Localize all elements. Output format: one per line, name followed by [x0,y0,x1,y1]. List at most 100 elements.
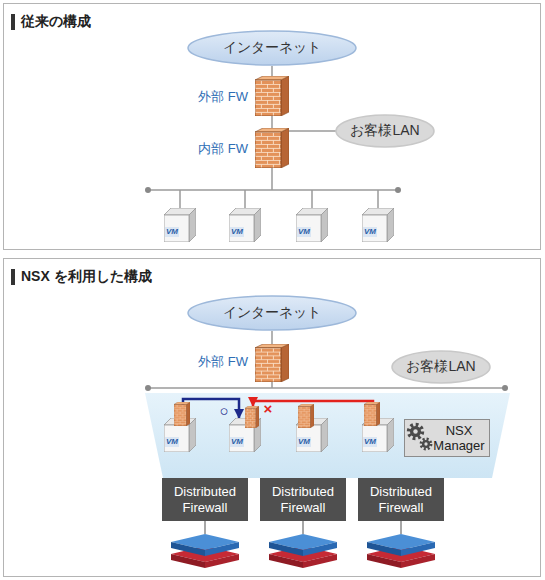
wire [289,130,336,132]
cube-side [387,208,394,242]
wire [311,190,313,209]
firewall-icon [255,128,289,168]
cube-side [321,418,328,452]
edge-label: × [259,400,277,418]
cloud-ellipse: インターネット [187,30,357,66]
vm-label: VM [231,227,243,237]
node-label: お客様LAN [406,358,475,376]
vm-label: VM [166,227,178,237]
cube-side [189,208,196,242]
vm-cube: VM [164,208,196,242]
cube-outline [164,208,196,242]
bus-line [148,387,505,389]
panel: 従来の構成インターネットお客様LAN VM VM VM VM [3,3,541,250]
firewall-icon [255,76,289,116]
cube-badge [165,227,179,237]
cube-badge [165,437,179,447]
node-label: Distributed Firewall [165,484,245,516]
cube-outline [229,418,261,452]
cube-front [229,215,254,242]
firewall-box: Distributed Firewall [162,478,248,521]
vm-cube: VM [164,418,196,452]
cube-front [164,215,189,242]
cube-side [321,208,328,242]
virtual-region [145,393,510,478]
cube-front [362,215,387,242]
node-label: インターネット [223,304,321,322]
manager-box: NSX Manager [404,419,490,457]
cube-front [296,215,321,242]
bus-end [145,385,151,391]
cube-front [229,425,254,452]
bus-end [145,187,151,193]
vm-label: VM [298,227,310,237]
firewall-label: 外部 FW [180,89,248,105]
cube-outline [362,418,394,452]
firewall-box: Distributed Firewall [260,478,346,521]
wire [271,116,273,129]
wire [271,382,273,388]
bus-end [502,385,508,391]
firewall-label: 外部 FW [180,354,248,370]
cube-badge [363,227,377,237]
vm-label: VM [231,437,243,447]
cube-outline [296,208,328,242]
cube-badge [297,227,311,237]
wire [244,190,246,209]
vm-cube: VM [362,418,394,452]
edge-label: ○ [215,402,233,420]
cube-outline [362,208,394,242]
ellipse-shape [188,31,356,65]
cube-outline [164,418,196,452]
vm-label: VM [166,437,178,447]
lan-ellipse: お客様LAN [335,114,435,148]
heading-bar [11,269,15,285]
vm-cube: VM [229,418,261,452]
cube-outline [296,418,328,452]
node-label: Distributed Firewall [263,484,343,516]
wire [179,190,181,209]
bus-line [148,189,398,191]
cube-side [254,208,261,242]
vm-cube: VM [362,208,394,242]
vm-cube: VM [229,208,261,242]
cube-side [254,418,261,452]
ellipse-shape [188,296,356,330]
cube-front [362,425,387,452]
vm-label: VM [364,437,376,447]
cube-badge [297,437,311,447]
server-icon [367,534,435,568]
vm-label: VM [364,227,376,237]
flow-arrow [253,401,373,418]
ellipse-shape [336,115,434,147]
node-label: NSX Manager [431,423,487,453]
node-label: お客様LAN [350,122,419,140]
firewall-icon [255,344,289,382]
wire [271,168,273,190]
panel-heading: NSX を利用した構成 [21,268,152,286]
vm-label: VM [298,437,310,447]
flow-arrow [183,399,239,418]
wire [271,331,273,345]
cube-front [164,425,189,452]
server-icon [171,534,239,568]
lan-ellipse: お客様LAN [391,350,491,384]
node-label: Distributed Firewall [361,484,441,516]
panel-heading: 従来の構成 [21,13,91,31]
wire [271,66,273,77]
cloud-ellipse: インターネット [187,295,357,331]
vm-cube: VM [296,418,328,452]
bus-end [395,187,401,193]
cube-badge [363,437,377,447]
server-icon [269,534,337,568]
firewall-box: Distributed Firewall [358,478,444,521]
wire [204,521,206,534]
wire [377,190,379,209]
node-label: インターネット [223,39,321,57]
cube-front [296,425,321,452]
firewall-label: 内部 FW [180,141,248,157]
cube-badge [230,227,244,237]
wire [302,521,304,534]
wire [400,521,402,534]
